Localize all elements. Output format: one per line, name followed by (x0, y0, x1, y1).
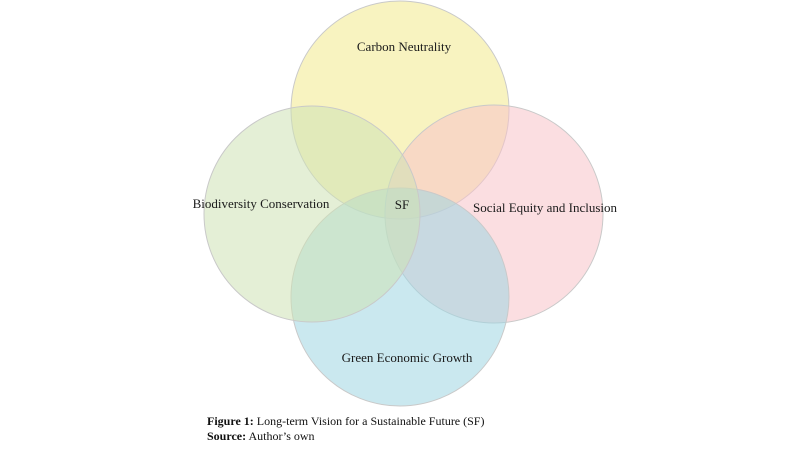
caption-figure-label: Figure 1: (207, 414, 254, 428)
label-center-sf: SF (395, 197, 409, 212)
venn-circle-biodiversity (203, 105, 421, 323)
label-green-economic-growth: Green Economic Growth (342, 350, 473, 365)
label-social-equity: Social Equity and Inclusion (473, 200, 618, 215)
caption-source-label: Source: (207, 429, 247, 443)
caption-title-line: Figure 1: Long-term Vision for a Sustain… (207, 414, 484, 429)
caption-source-line: Source: Author’s own (207, 429, 484, 444)
caption-figure-text: Long-term Vision for a Sustainable Futur… (253, 414, 485, 428)
caption-source-text: Author’s own (246, 429, 315, 443)
venn-diagram: Carbon Neutrality Social Equity and Incl… (193, 0, 618, 407)
figure-caption: Figure 1: Long-term Vision for a Sustain… (207, 414, 484, 444)
label-carbon-neutrality: Carbon Neutrality (357, 39, 452, 54)
label-biodiversity-conservation: Biodiversity Conservation (193, 196, 330, 211)
